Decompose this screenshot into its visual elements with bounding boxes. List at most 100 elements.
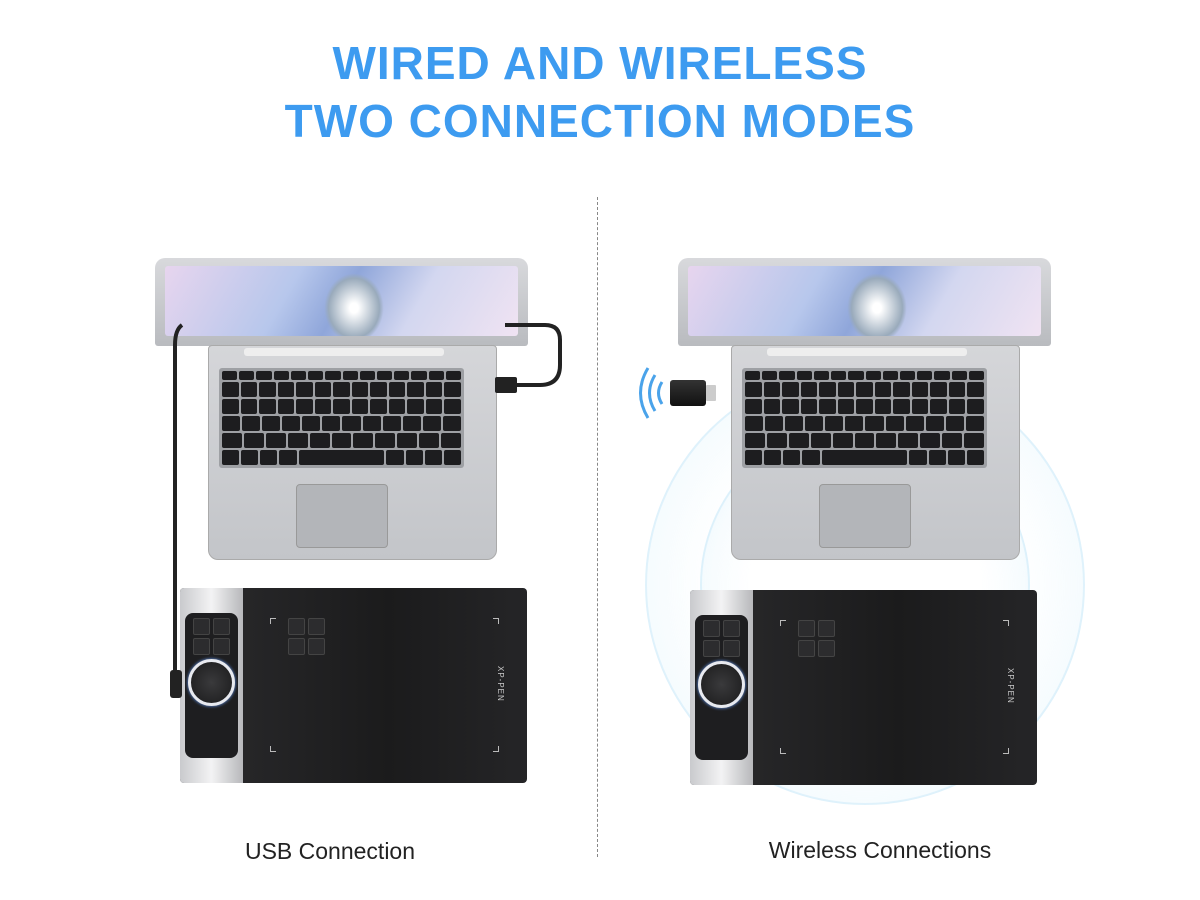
key	[865, 371, 881, 380]
key	[779, 371, 795, 380]
laptop-keyboard	[742, 368, 987, 468]
keyboard-row	[745, 433, 984, 448]
express-key	[193, 618, 210, 635]
key	[762, 371, 778, 380]
drawing-tablet: XP-PEN	[180, 588, 527, 783]
key	[296, 382, 313, 397]
laptop-lid	[678, 258, 1051, 346]
key	[845, 416, 864, 431]
key	[277, 399, 295, 414]
express-key	[798, 640, 815, 657]
express-key	[308, 618, 325, 635]
key	[351, 382, 369, 397]
headline-line2: TWO CONNECTION MODES	[284, 95, 916, 147]
tablet-logo: XP-PEN	[1006, 668, 1015, 704]
key	[821, 450, 908, 465]
key	[930, 399, 947, 414]
keyboard-row	[745, 371, 985, 380]
key	[405, 450, 423, 465]
key	[260, 450, 278, 465]
express-key	[798, 620, 815, 637]
key	[397, 433, 418, 448]
key	[819, 382, 836, 397]
key	[745, 382, 762, 397]
key	[342, 371, 358, 380]
key	[442, 416, 461, 431]
key	[290, 371, 307, 380]
key	[764, 450, 782, 465]
key	[964, 433, 984, 448]
screen-artwork	[846, 273, 907, 336]
key	[745, 371, 761, 380]
tablet-side-panel	[690, 590, 835, 785]
key	[967, 382, 984, 397]
key	[856, 399, 873, 414]
express-key	[703, 640, 720, 657]
usb-plug	[170, 670, 182, 698]
key	[785, 416, 804, 431]
key	[331, 433, 352, 448]
key	[222, 371, 238, 380]
key	[407, 399, 424, 414]
key	[333, 399, 350, 414]
key	[265, 433, 286, 448]
key	[766, 433, 787, 448]
key	[948, 399, 966, 414]
key	[745, 433, 765, 448]
express-key	[818, 620, 835, 637]
key	[783, 450, 801, 465]
key	[825, 416, 844, 431]
key	[422, 416, 441, 431]
key	[837, 382, 855, 397]
key	[874, 382, 892, 397]
key	[386, 450, 404, 465]
usb-wireless-dongle	[670, 380, 716, 406]
key	[966, 450, 985, 465]
key	[899, 371, 916, 380]
express-key	[213, 618, 230, 635]
key	[424, 450, 442, 465]
key	[802, 450, 820, 465]
active-area-corner	[1003, 620, 1009, 626]
keyboard-row	[745, 382, 984, 397]
key	[444, 382, 461, 397]
key	[898, 433, 919, 448]
key	[314, 382, 332, 397]
key	[342, 416, 361, 431]
express-key-panel	[695, 615, 835, 760]
key	[382, 416, 401, 431]
active-area-corner	[493, 618, 499, 624]
drawing-tablet: XP-PEN	[690, 590, 1037, 785]
key	[765, 416, 784, 431]
key	[419, 433, 440, 448]
key	[968, 371, 985, 380]
key	[279, 450, 297, 465]
key	[411, 371, 427, 380]
key	[882, 371, 898, 380]
active-area-corner	[1003, 748, 1009, 754]
keyboard-row	[222, 382, 461, 397]
key	[222, 433, 242, 448]
key	[298, 450, 385, 465]
express-key	[703, 620, 720, 637]
key	[831, 371, 847, 380]
key	[239, 371, 255, 380]
key	[788, 433, 809, 448]
keyboard-row	[745, 416, 984, 431]
dial-wheel	[188, 659, 235, 706]
key	[262, 416, 281, 431]
key	[928, 450, 946, 465]
laptop-hinge	[244, 348, 444, 356]
express-key	[288, 638, 305, 655]
key	[763, 382, 781, 397]
key	[745, 399, 762, 414]
express-key	[193, 638, 210, 655]
wifi-signal-icon	[639, 367, 664, 419]
key	[745, 450, 763, 465]
key	[911, 399, 929, 414]
key	[445, 371, 462, 380]
key	[441, 433, 461, 448]
key	[763, 399, 781, 414]
key	[370, 399, 387, 414]
caption-usb: USB Connection	[244, 838, 416, 864]
